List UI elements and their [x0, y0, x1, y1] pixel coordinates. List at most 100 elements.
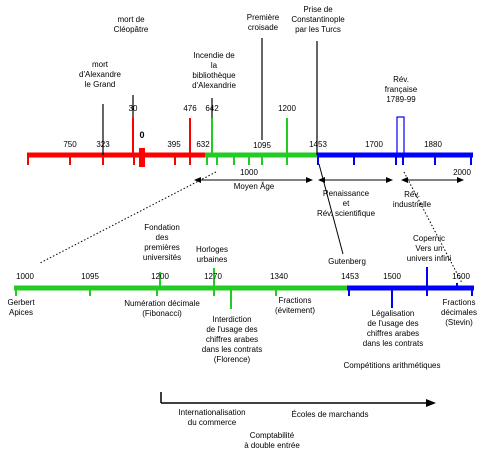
french-revolution-bar: [396, 116, 405, 158]
svg-text:Fractions: Fractions: [443, 298, 476, 307]
competitions-label: Compétitions arithmétiques: [344, 361, 441, 370]
legalisation-label: Légalisation de l'usage des chiffres ara…: [363, 309, 423, 348]
zoom-line-right: [403, 171, 463, 284]
bottom-tick-label: 1095: [81, 272, 99, 281]
top-tick-label: 1453: [309, 140, 327, 149]
svg-text:mort: mort: [92, 60, 109, 69]
cleopatra-label: mort de Cléopâtre 30: [114, 15, 149, 113]
constantinople-label: Prise de Constantinople par les Turcs: [291, 5, 345, 34]
svg-text:Horloges: Horloges: [196, 245, 228, 254]
green-ticks: [206, 155, 288, 165]
gutenberg-label: Gutenberg: [328, 257, 366, 266]
library-label: Incendie de la bibliothèque d'Alexandrie…: [183, 51, 236, 113]
fractions-stevin-label: Fractions décimales (Stevin): [441, 298, 477, 327]
top-tick-label: 323: [96, 140, 110, 149]
svg-text:(évitement): (évitement): [275, 306, 315, 315]
bottom-green-ticks: [15, 268, 277, 309]
svg-text:bibliothèque: bibliothèque: [192, 71, 236, 80]
svg-text:Apices: Apices: [9, 308, 33, 317]
top-tick-label: 1700: [365, 140, 383, 149]
ecoles-label: Écoles de marchands: [292, 410, 369, 419]
svg-text:décimales: décimales: [441, 308, 477, 317]
svg-text:Copernic: Copernic: [413, 234, 445, 243]
svg-text:Internationalisation: Internationalisation: [178, 408, 245, 417]
svg-text:Rév.: Rév.: [404, 190, 420, 199]
bottom-blue-ticks: [348, 267, 473, 308]
svg-text:Numération décimale: Numération décimale: [124, 299, 200, 308]
svg-text:Fractions: Fractions: [279, 296, 312, 305]
svg-text:1789-99: 1789-99: [386, 95, 416, 104]
svg-text:le Grand: le Grand: [85, 80, 116, 89]
bottom-tick-label: 1340: [270, 272, 288, 281]
industrial-span: Rév. industrielle: [393, 177, 464, 209]
svg-text:Cléopâtre: Cléopâtre: [114, 25, 149, 34]
top-tick-label: 0: [139, 130, 144, 140]
top-tick-label: 395: [167, 140, 181, 149]
comptabilite-label: Comptabilité à double entrée: [244, 431, 300, 450]
french-revolution-label: Rév. française 1789-99: [385, 75, 418, 104]
svg-text:croisade: croisade: [248, 23, 279, 32]
bottom-timeline: 1000 1095 1200 1270 1340 1453 1500 1600 …: [7, 223, 477, 370]
gutenberg-line: [318, 163, 344, 255]
middle-ages-span: Moyen Âge: [194, 177, 313, 191]
svg-text:à double entrée: à double entrée: [244, 441, 300, 450]
middle-ages-label: Moyen Âge: [234, 182, 275, 191]
svg-text:de l'usage des: de l'usage des: [367, 319, 418, 328]
crusade-label: Première croisade 1200: [247, 13, 297, 113]
svg-text:642: 642: [205, 104, 219, 113]
svg-text:premières: premières: [144, 243, 180, 252]
svg-text:Légalisation: Légalisation: [372, 309, 415, 318]
alexander-label: mort d'Alexandre le Grand: [79, 60, 122, 89]
svg-text:de l'usage des: de l'usage des: [206, 325, 257, 334]
year-zero-marker: [139, 148, 145, 167]
numeration-label: Numération décimale (Fibonacci): [124, 299, 200, 318]
bottom-tick-label: 1453: [341, 272, 359, 281]
svg-text:Rév. scientifique: Rév. scientifique: [317, 209, 376, 218]
bottom-tick-label: 1270: [204, 272, 222, 281]
svg-text:Incendie de: Incendie de: [193, 51, 235, 60]
top-tick-label: 1880: [424, 140, 442, 149]
svg-text:(Florence): (Florence): [214, 355, 251, 364]
top-tick-label: 632: [196, 140, 210, 149]
svg-text:(Fibonacci): (Fibonacci): [142, 309, 182, 318]
svg-text:Interdiction: Interdiction: [212, 315, 251, 324]
svg-text:mort de: mort de: [117, 15, 145, 24]
svg-text:(Stevin): (Stevin): [445, 318, 473, 327]
svg-text:du commerce: du commerce: [188, 418, 237, 427]
svg-text:par les Turcs: par les Turcs: [295, 25, 341, 34]
top-timeline: 750 323 0 395 632 1000 1095 1453 1700 18…: [27, 5, 473, 218]
fractions-evitement-label: Fractions (évitement): [275, 296, 315, 315]
gerbert-label: Gerbert Apices: [7, 298, 35, 317]
svg-text:française: française: [385, 85, 418, 94]
svg-text:et: et: [343, 199, 350, 208]
internationalisation-label: Internationalisation du commerce: [178, 408, 245, 427]
top-tick-label: 750: [63, 140, 77, 149]
svg-text:urbaines: urbaines: [197, 255, 228, 264]
svg-text:dans les contrats: dans les contrats: [202, 345, 262, 354]
svg-text:Prise de: Prise de: [303, 5, 333, 14]
svg-text:476: 476: [183, 104, 197, 113]
svg-text:univers infini: univers infini: [407, 254, 452, 263]
top-tick-label: 1000: [240, 168, 258, 177]
bottom-tick-label: 1000: [16, 272, 34, 281]
top-tick-label: 2000: [453, 168, 471, 177]
red-ticks: [27, 155, 191, 165]
svg-text:dans les contrats: dans les contrats: [363, 339, 423, 348]
svg-text:Constantinople: Constantinople: [291, 15, 345, 24]
bottom-tick-label: 1500: [383, 272, 401, 281]
svg-text:1200: 1200: [278, 104, 296, 113]
svg-text:universités: universités: [143, 253, 181, 262]
interdiction-label: Interdiction de l'usage des chiffres ara…: [202, 315, 262, 364]
svg-text:Renaissance: Renaissance: [323, 189, 370, 198]
svg-text:la: la: [211, 61, 218, 70]
svg-text:Vers un: Vers un: [415, 244, 442, 253]
svg-text:industrielle: industrielle: [393, 200, 432, 209]
svg-text:chiffres arabes: chiffres arabes: [206, 335, 258, 344]
bottom-tick-label: 1600: [452, 272, 470, 281]
commerce-arrow: [160, 392, 436, 407]
svg-text:d'Alexandre: d'Alexandre: [79, 70, 122, 79]
svg-text:des: des: [156, 233, 169, 242]
svg-text:Comptabilité: Comptabilité: [250, 431, 295, 440]
svg-text:30: 30: [129, 104, 138, 113]
